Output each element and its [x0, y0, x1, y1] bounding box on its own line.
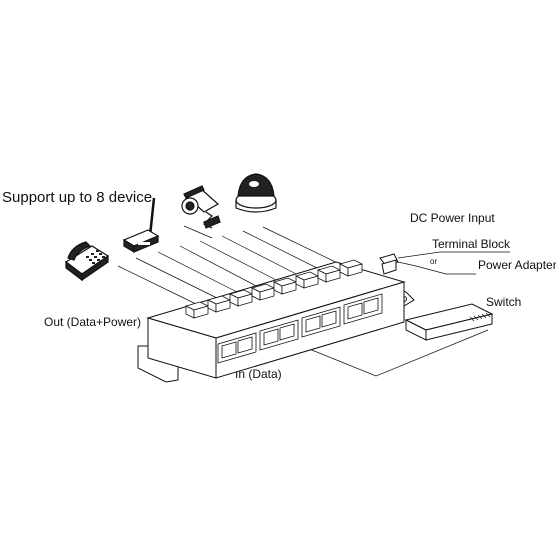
- rj45-port: [221, 341, 237, 359]
- cable-8: [262, 226, 349, 269]
- rj45-port: [279, 323, 295, 341]
- rj45-port: [305, 315, 321, 333]
- rj45-port: [263, 328, 279, 346]
- cable-camera: [183, 225, 213, 239]
- cable-7: [242, 230, 328, 274]
- network-switch: [404, 303, 494, 341]
- wireless-access-point-icon: [122, 197, 160, 254]
- or-label: or: [430, 257, 437, 266]
- port-pair-4: [343, 293, 383, 325]
- support-label: Support up to 8 device: [2, 189, 152, 206]
- dome-camera-icon: [235, 173, 277, 213]
- power-cables: [291, 251, 510, 377]
- phone-handset: [67, 241, 92, 261]
- cable-5: [199, 240, 285, 285]
- in-label: In (Data): [235, 367, 282, 381]
- poe-connector-5: [272, 277, 298, 295]
- ap-antenna: [148, 197, 156, 237]
- cable-2: [135, 257, 220, 300]
- dc-power-input-label: DC Power Input: [410, 211, 495, 225]
- port-pair-2: [259, 319, 299, 351]
- poe-output-connectors: [184, 259, 364, 319]
- terminal-block-line: [397, 251, 510, 259]
- poe-connector-1: [184, 301, 210, 319]
- cable-6: [221, 235, 307, 280]
- terminal-block-label: Terminal Block: [432, 237, 511, 251]
- poe-connector-7: [316, 265, 342, 283]
- power-adapter-label: Power Adapter: [478, 258, 556, 272]
- rj45-port: [321, 310, 337, 328]
- poe-connector-6: [294, 271, 320, 289]
- out-label: Out (Data+Power): [44, 315, 141, 329]
- poe-connector-3: [228, 289, 254, 307]
- cable-4: [179, 245, 263, 290]
- cable-1: [117, 265, 197, 305]
- power-adapter-line: [397, 261, 476, 275]
- switch-uplink-line: [291, 329, 489, 377]
- switch-label: Switch: [486, 295, 521, 309]
- port-pair-1: [217, 332, 257, 364]
- ip-phone-icon: [64, 241, 110, 282]
- port-pair-3: [301, 306, 341, 338]
- poe-injector-box: [137, 253, 415, 383]
- phone-keypad: [86, 250, 105, 264]
- rj45-port: [363, 297, 379, 315]
- cable-3: [157, 251, 242, 295]
- dc-jack: [381, 259, 397, 275]
- rj45-port: [347, 302, 363, 320]
- bullet-camera-icon: [181, 185, 221, 229]
- switch-front: [425, 313, 493, 341]
- rj45-ports: [217, 293, 383, 364]
- poe-connector-4: [250, 283, 276, 301]
- device-cables: [117, 225, 349, 305]
- rj45-port: [237, 336, 253, 354]
- poe-connector-8: [338, 259, 364, 277]
